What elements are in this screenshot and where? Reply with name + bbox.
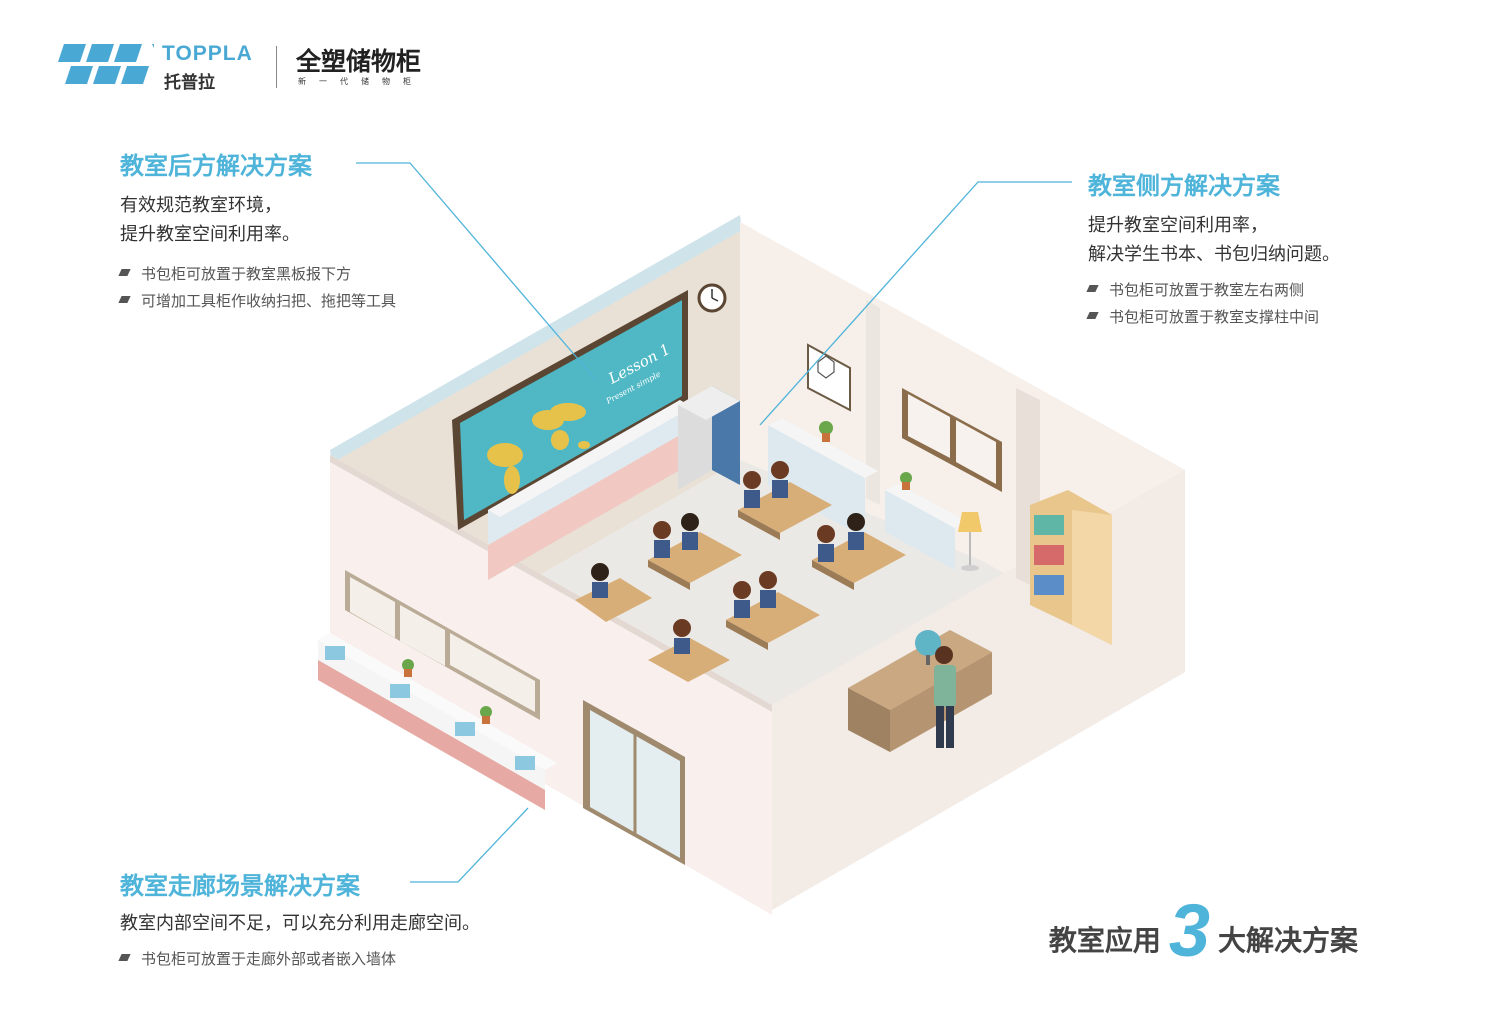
rear-solution-callout: 教室后方解决方案 有效规范教室环境， 提升教室空间利用率。 书包柜可放置于教室黑…	[118, 146, 396, 315]
brand-header: TOPPLA 托普拉 全塑储物柜 新一代储物柜	[56, 42, 456, 93]
side-bullet-item: 书包柜可放置于教室支撑柱中间	[1086, 304, 1340, 331]
brand-name-cn: 托普拉	[164, 73, 215, 93]
side-solution-callout: 教室侧方解决方案 提升教室空间利用率， 解决学生书本、书包归纳问题。 书包柜可放…	[1086, 166, 1340, 331]
floor-lamp-icon	[958, 512, 982, 571]
bullet-icon	[1086, 312, 1099, 319]
brand-title: 全塑储物柜	[296, 47, 422, 76]
rear-bullet-item: 书包柜可放置于教室黑板报下方	[118, 261, 396, 288]
bullet-icon	[118, 296, 131, 303]
corridor-locker-row	[318, 633, 557, 810]
side-desc-line: 提升教室空间利用率，	[1088, 215, 1268, 236]
brand-logo-icon	[58, 44, 154, 84]
leader-lines	[356, 162, 1072, 883]
globe-icon	[915, 630, 941, 665]
side-locker-row	[768, 418, 968, 570]
side-bullet-list: 书包柜可放置于教室左右两侧 书包柜可放置于教室支撑柱中间	[1086, 277, 1340, 331]
brand-divider	[276, 46, 277, 88]
summary-number: 3	[1168, 889, 1210, 972]
corridor-bullet-list: 书包柜可放置于走廊外部或者嵌入墙体	[118, 946, 480, 973]
corridor-solution-title: 教室走廊场景解决方案	[120, 872, 360, 900]
support-column	[866, 300, 880, 505]
corridor-solution-callout: 教室走廊场景解决方案 教室内部空间不足，可以充分利用走廊空间。 书包柜可放置于走…	[118, 866, 480, 973]
classroom-door	[583, 700, 685, 865]
side-bullet-item: 书包柜可放置于教室左右两侧	[1086, 277, 1340, 304]
bullet-icon	[1086, 285, 1099, 292]
desk-shadows	[648, 510, 854, 650]
corridor-solution-desc: 教室内部空间不足，可以充分利用走廊空间。	[120, 909, 480, 938]
corridor-window	[345, 570, 540, 720]
side-leader-line	[759, 181, 1072, 426]
corridor-bullet-item: 书包柜可放置于走廊外部或者嵌入墙体	[118, 946, 480, 973]
brand-name-en: TOPPLA	[162, 42, 253, 65]
summary-prefix: 教室应用	[1048, 924, 1161, 957]
molecule-poster	[807, 343, 851, 412]
side-desc-line: 解决学生书本、书包归纳问题。	[1088, 244, 1340, 265]
rear-desc-line: 有效规范教室环境，	[120, 195, 282, 216]
back-wall-top-edge	[330, 215, 742, 463]
rear-desc-line: 提升教室空间利用率。	[120, 224, 300, 245]
potted-plant-icon	[402, 421, 912, 724]
bookshelf	[1030, 490, 1112, 645]
rear-solution-title: 教室后方解决方案	[120, 152, 312, 180]
rear-solution-desc: 有效规范教室环境， 提升教室空间利用率。	[120, 191, 396, 249]
clock-icon	[697, 283, 727, 313]
front-wall-edge	[330, 455, 772, 712]
rear-bullet-item: 可增加工具柜作收纳扫把、拖把等工具	[118, 288, 396, 315]
brand-subtitle: 新一代储物柜	[298, 77, 424, 86]
corridor-leader-line	[410, 807, 529, 883]
student-desks	[575, 482, 906, 682]
rear-leader-line	[356, 162, 597, 381]
bullet-icon	[118, 954, 131, 961]
tool-cabinet	[678, 386, 740, 490]
teacher	[934, 646, 956, 748]
world-map-icon	[487, 403, 590, 494]
bullet-icon	[118, 269, 131, 276]
rear-bullet-list: 书包柜可放置于教室黑板报下方 可增加工具柜作收纳扫把、拖把等工具	[118, 261, 396, 315]
summary-suffix: 大解决方案	[1217, 924, 1358, 957]
side-window	[902, 388, 1002, 492]
students	[591, 461, 865, 654]
rear-locker-row	[488, 400, 692, 580]
side-solution-title: 教室侧方解决方案	[1088, 172, 1280, 200]
corridor-desc-line: 教室内部空间不足，可以充分利用走廊空间。	[120, 913, 480, 934]
side-solution-desc: 提升教室空间利用率， 解决学生书本、书包归纳问题。	[1088, 211, 1340, 269]
